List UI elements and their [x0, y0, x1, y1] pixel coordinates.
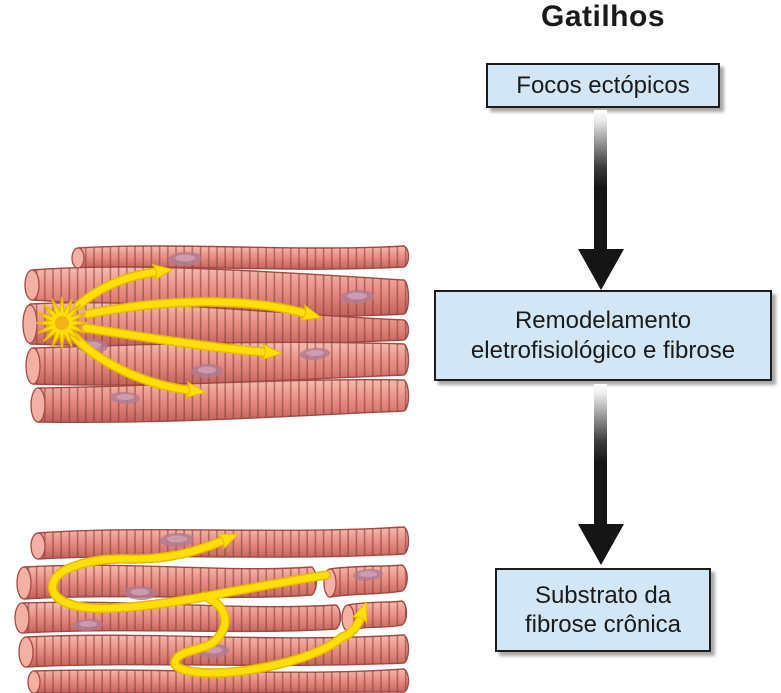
flow-box-focos-ectopicos: Focos ectópicos: [486, 63, 720, 108]
flow-box-label: Substrato da fibrose crônica: [524, 581, 682, 638]
arrow-shaft: [594, 384, 607, 527]
flow-box-label: Remodelamento eletrofisiológico e fibros…: [470, 307, 736, 364]
fiber-nuclei: [76, 251, 374, 405]
reentry-impulse-paths: [47, 541, 360, 678]
muscle-fibers-reentry-illustration: [8, 513, 413, 693]
fiber-end-caps: [14, 532, 355, 693]
flow-box-label: Focos ectópicos: [516, 71, 690, 99]
fiber-end-caps: [22, 247, 85, 423]
fiber-nuclei: [73, 532, 383, 659]
arrow-shaft: [594, 110, 607, 252]
muscle-fiber-bundle-bottom: [8, 513, 413, 693]
flow-arrow-1: [578, 110, 624, 290]
flow-arrow-2: [578, 384, 624, 565]
flow-title: Gatilhos: [540, 0, 665, 33]
muscle-fiber-bundle-top: [8, 240, 413, 425]
muscle-fibers-ectopic-focus-illustration: [8, 240, 413, 425]
ectopic-focus-starburst-icon: [35, 296, 89, 350]
arrow-head-icon: [578, 524, 624, 565]
flow-box-substrato: Substrato da fibrose crônica: [495, 568, 711, 652]
flow-box-remodelamento: Remodelamento eletrofisiológico e fibros…: [434, 290, 772, 381]
arrow-head-icon: [578, 249, 624, 290]
impulse-arrows-radiating: [69, 272, 304, 390]
